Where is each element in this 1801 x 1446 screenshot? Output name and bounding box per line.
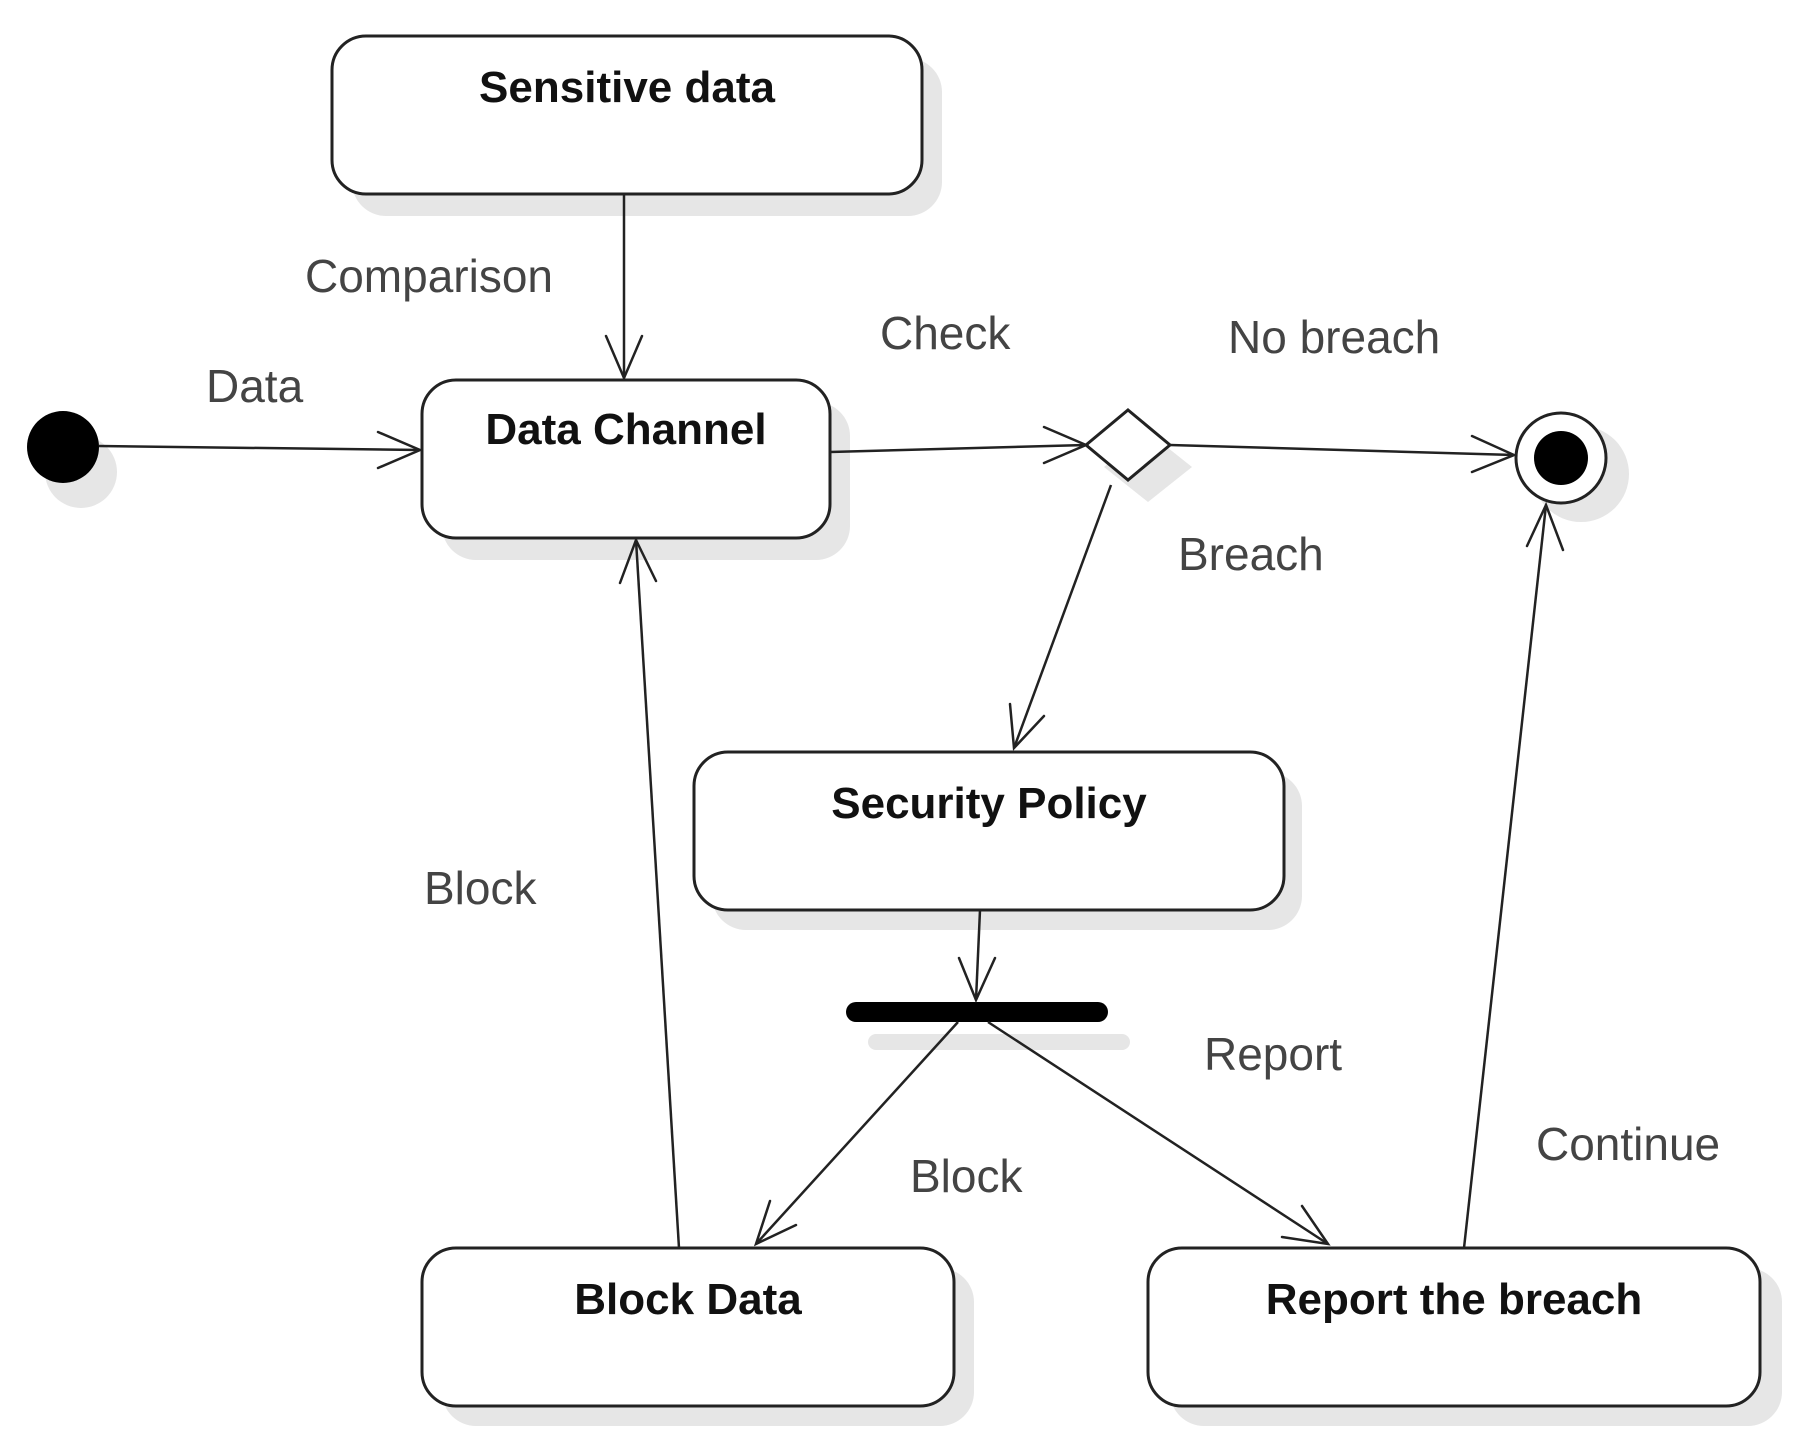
edge-block-return-arrowhead <box>618 536 658 585</box>
edge-no-breach-line <box>1169 443 1515 457</box>
edge-data-arrowhead <box>376 430 424 470</box>
edge-label-comparison: Comparison <box>305 250 553 302</box>
report-breach-label: Report the breach <box>1266 1275 1643 1324</box>
edge-comparison-arrowhead <box>604 334 644 382</box>
security-policy-label: Security Policy <box>831 779 1147 828</box>
edge-label-block: Block <box>910 1150 1023 1202</box>
edge-report <box>987 1020 1331 1246</box>
edge-label-continue: Continue <box>1536 1118 1720 1170</box>
report-breach-box <box>1146 1246 1762 1408</box>
node-security-policy: Security Policy <box>692 750 1286 912</box>
sensitive-data-label: Sensitive data <box>479 63 775 112</box>
edge-data-line <box>98 444 421 452</box>
edge-data <box>98 430 424 470</box>
edge-check <box>829 425 1090 465</box>
edge-policy-to-fork <box>957 909 997 1004</box>
data-channel-label: Data Channel <box>485 405 766 454</box>
edge-no-breach <box>1169 434 1518 474</box>
edge-continue-line <box>1462 504 1548 1249</box>
node-data-channel: Data Channel <box>420 378 832 540</box>
edge-comparison <box>604 194 644 382</box>
edge-block-return <box>618 536 681 1249</box>
edge-policy-to-fork-line <box>974 909 982 1001</box>
final-node <box>1514 411 1608 505</box>
edge-label-report: Report <box>1204 1028 1342 1080</box>
edge-breach-arrowhead <box>1008 702 1046 751</box>
edge-report-arrowhead <box>1280 1204 1331 1246</box>
edge-report-line <box>987 1020 1329 1246</box>
block-data-label: Block Data <box>574 1275 802 1324</box>
final-node-core <box>1534 431 1588 485</box>
edge-label-no-breach: No breach <box>1228 311 1440 363</box>
edge-check-line <box>829 443 1087 454</box>
edge-no-breach-arrowhead <box>1470 434 1518 474</box>
data-channel-box <box>420 378 832 540</box>
initial-node <box>27 411 99 483</box>
edge-label-data: Data <box>206 360 304 412</box>
node-sensitive-data: Sensitive data <box>330 34 924 196</box>
edge-block-return-line <box>634 539 681 1249</box>
edge-breach <box>1008 484 1113 751</box>
node-report-breach: Report the breach <box>1146 1246 1762 1408</box>
sensitive-data-box <box>330 34 924 196</box>
edge-label-block-return: Block <box>424 862 537 914</box>
edge-continue <box>1462 501 1565 1249</box>
edge-continue-arrowhead <box>1525 501 1565 552</box>
edge-block-arrowhead <box>753 1199 798 1247</box>
edge-block-line <box>755 1021 959 1245</box>
edge-label-breach: Breach <box>1178 528 1324 580</box>
block-data-box <box>420 1246 956 1408</box>
node-block-data: Block Data <box>420 1246 956 1408</box>
edge-label-check: Check <box>880 307 1011 359</box>
decision-node <box>1083 408 1173 482</box>
security-policy-box <box>692 750 1286 912</box>
edge-policy-to-fork-arrowhead <box>957 956 997 1004</box>
edge-check-arrowhead <box>1042 425 1090 465</box>
fork-bar <box>846 1002 1108 1022</box>
edge-breach-line <box>1012 484 1113 749</box>
fork-bar-shadow <box>868 1034 1130 1050</box>
edge-block <box>753 1021 959 1247</box>
